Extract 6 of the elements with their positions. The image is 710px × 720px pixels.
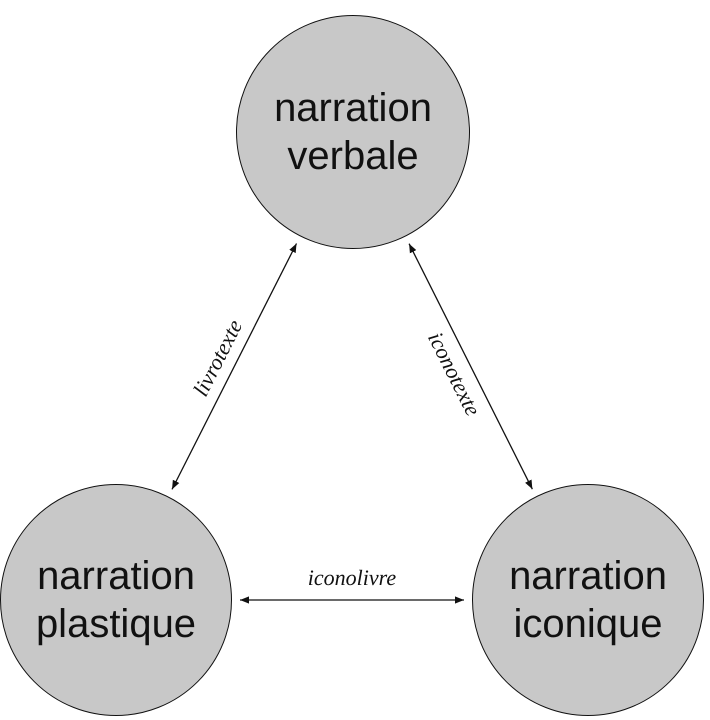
double-arrow: [240, 596, 464, 604]
double-arrow: [171, 243, 298, 490]
node-label: narration plastique: [34, 553, 198, 648]
double-arrow: [408, 243, 533, 490]
node-label: narration verbale: [273, 85, 433, 180]
node-label: narration iconique: [508, 553, 668, 648]
